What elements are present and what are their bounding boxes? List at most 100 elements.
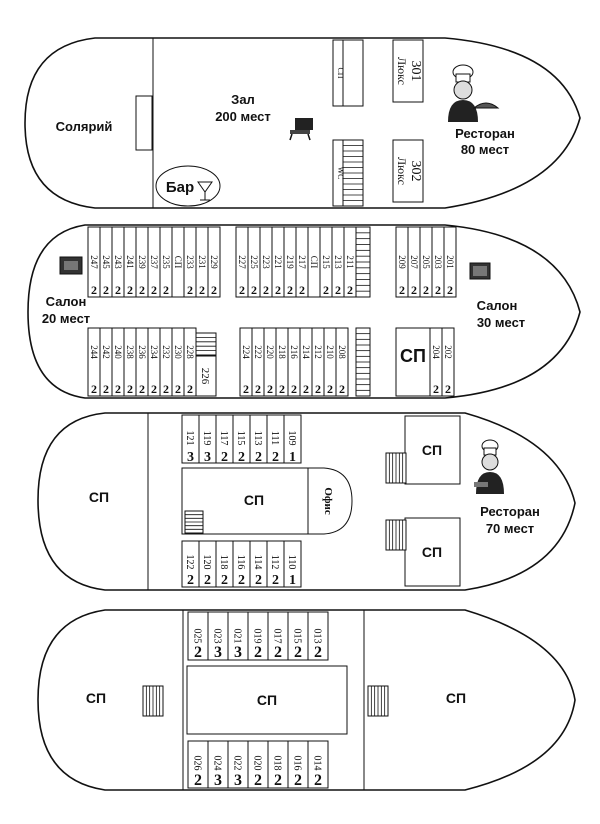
berth-count: 2: [254, 644, 262, 661]
stairs-lines: [356, 232, 370, 292]
berth-count: 2: [275, 283, 281, 297]
sp-center-deck0: [186, 665, 348, 735]
sp-left-deck1: СП: [89, 489, 109, 505]
berth-count: 2: [423, 283, 429, 297]
cabin-number: 239: [137, 255, 147, 269]
cabin-number: 013: [312, 629, 323, 644]
stairs-lines: [370, 686, 386, 716]
cabin-number: 238: [125, 345, 135, 359]
berth-count: 2: [103, 382, 109, 396]
cabin-number: 014: [312, 756, 323, 771]
berth-count: 2: [194, 644, 202, 661]
berth-count: 2: [251, 283, 257, 297]
cabin-number: 201: [445, 255, 455, 269]
cabin-number: 020: [252, 756, 263, 771]
chef-icon: [474, 439, 504, 494]
cabin-number: 230: [173, 345, 183, 359]
berth-count: 2: [221, 573, 228, 588]
cabin-number: 225: [249, 255, 259, 269]
berth-count: 2: [433, 382, 439, 396]
cabin-lux-302: [392, 139, 424, 203]
cabin-number: 024: [212, 756, 223, 771]
cabin-number: 220: [265, 345, 275, 359]
cabin-number: 236: [137, 345, 147, 359]
cabin-number: 021: [232, 629, 243, 644]
berth-count: 2: [399, 283, 405, 297]
cabin-lux-301: [392, 39, 424, 103]
sp-center-deck1-label: СП: [244, 492, 264, 508]
deck-2: Салон 20 мест Салон 30 мест 247224522432…: [27, 224, 581, 399]
office-room: [307, 467, 353, 535]
cabin-number: 117: [218, 431, 229, 446]
cabin: [307, 611, 329, 661]
stairs-lines: [145, 686, 161, 716]
cabin: [335, 327, 349, 397]
sp-block-deck2: [395, 327, 431, 397]
berth-count: 2: [163, 382, 169, 396]
cabin-number: 243: [113, 255, 123, 269]
berth-count: 2: [243, 382, 249, 396]
cabin-number: 119: [201, 431, 212, 446]
berth-count: 2: [291, 382, 297, 396]
berth-count: 2: [315, 382, 321, 396]
cabin-number: 231: [197, 255, 207, 269]
cabin-number: 222: [253, 345, 263, 359]
berth-count: 2: [274, 644, 282, 661]
cabin-number: 018: [272, 756, 283, 771]
cabin-number: 113: [252, 431, 263, 446]
salon-30-line1: Салон: [477, 298, 518, 313]
cabin-number: 120: [201, 555, 212, 570]
cabin-number: 224: [241, 345, 251, 359]
restaurant-70-line2: 70 мест: [486, 521, 534, 536]
stairs-lines: [196, 336, 216, 352]
sp-center-deck0-label: СП: [257, 692, 277, 708]
lux-301-num: 301: [408, 61, 423, 82]
lux-302-word: Люкс: [395, 157, 409, 185]
stairs-lines: [388, 520, 404, 550]
berth-count: 2: [127, 382, 133, 396]
berth-count: 3: [214, 644, 222, 661]
cabin-number: 217: [297, 255, 307, 269]
cabin-number: 245: [101, 255, 111, 269]
sp-big-label: СП: [400, 346, 426, 366]
cabin-number: 115: [235, 431, 246, 446]
stairs-lines: [185, 514, 203, 530]
lux-302-num: 302: [408, 161, 423, 182]
berth-count: 2: [255, 382, 261, 396]
salon-30-line2: 30 мест: [477, 315, 525, 330]
piano-icon: [289, 118, 313, 141]
deck-1: СП Офис СП 1213119311721152113211121091 …: [37, 412, 576, 591]
cabin-number: 122: [184, 555, 195, 570]
sp-room-lower-label: СП: [422, 544, 442, 560]
cabin-number: 219: [285, 255, 295, 269]
restaurant-80-line2: 80 мест: [461, 142, 509, 157]
cabin-number: 015: [292, 629, 303, 644]
berth-count: 3: [234, 644, 242, 661]
berth-count: 2: [267, 382, 273, 396]
berth-count: 2: [435, 283, 441, 297]
cabin-number: 241: [125, 255, 135, 269]
cabin-number: 237: [149, 255, 159, 269]
stairs-lines: [388, 453, 404, 483]
berth-count: 2: [299, 283, 305, 297]
cabin-number: 110: [286, 555, 297, 570]
berth-count: 2: [115, 382, 121, 396]
berth-count: 2: [254, 772, 262, 789]
cabin-number: 023: [212, 629, 223, 644]
berth-count: 2: [314, 644, 322, 661]
tv-icon: [469, 262, 491, 280]
cabin-number: 228: [185, 345, 195, 359]
berth-count: 2: [411, 283, 417, 297]
bar-counter: [155, 165, 221, 207]
sp-room-lower: [404, 517, 461, 587]
berth-count: 2: [272, 450, 279, 465]
berth-count: 2: [447, 283, 453, 297]
cabin-number: СП: [173, 256, 183, 269]
berth-count: 2: [175, 382, 181, 396]
berth-count: 2: [272, 573, 279, 588]
sp-right-deck0: СП: [446, 690, 466, 706]
berth-count: 2: [115, 283, 121, 297]
bar-label: Бар: [166, 179, 194, 196]
berth-count: 2: [294, 644, 302, 661]
